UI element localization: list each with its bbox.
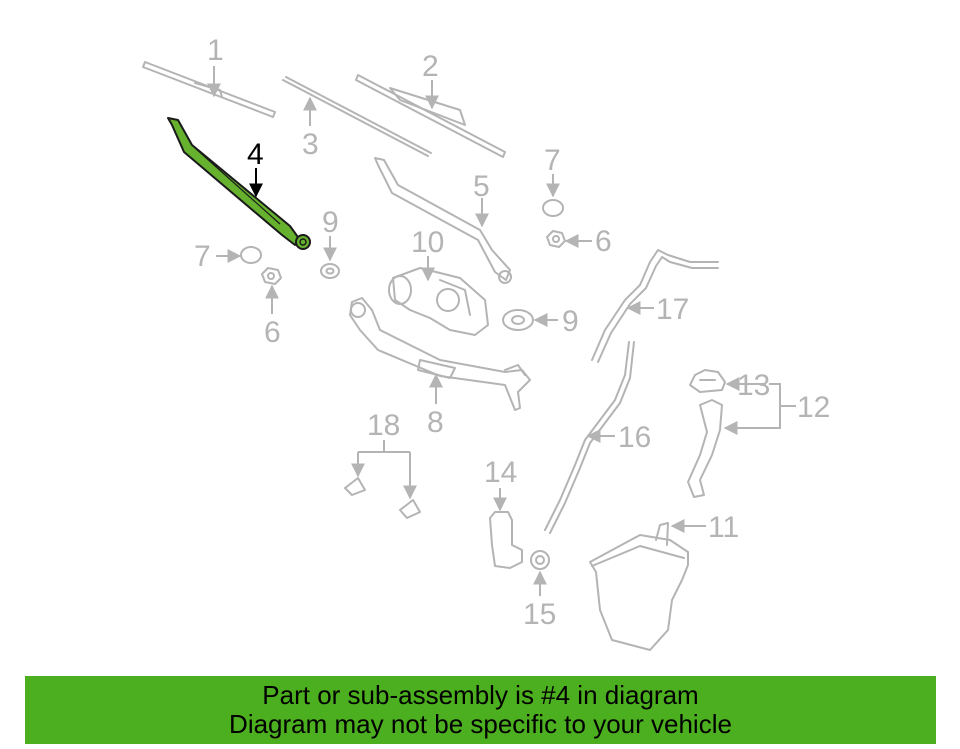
callout-18: 18 [367, 409, 400, 442]
info-banner: Part or sub-assembly is #4 in diagram Di… [25, 676, 936, 744]
part-18-clips[interactable] [344, 477, 421, 519]
callout-15: 15 [523, 598, 556, 631]
callout-7-right: 7 [544, 144, 561, 177]
callout-2: 2 [422, 50, 439, 83]
part-13-filler-cap[interactable] [689, 369, 726, 393]
part-11-washer-reservoir[interactable] [589, 522, 689, 651]
part-2-wiper-blade[interactable] [355, 74, 506, 158]
parts-diagram: 1 2 3 4 5 7 6 9 7 6 10 9 17 8 16 13 12 1… [142, 34, 830, 651]
callout-11: 11 [708, 511, 739, 544]
part-1-wiper-blade[interactable] [142, 61, 276, 118]
part-7-o-ring-left[interactable] [240, 246, 262, 264]
part-6-nut-left[interactable] [261, 267, 282, 285]
part-8-linkage[interactable] [349, 297, 531, 411]
callout-5: 5 [473, 170, 490, 203]
part-17-washer-hose[interactable] [591, 249, 719, 363]
callout-8: 8 [427, 406, 444, 439]
part-12-filler-neck[interactable] [687, 399, 723, 498]
callout-1: 1 [207, 34, 224, 67]
part-9-washer-left[interactable] [320, 263, 340, 279]
callout-9-left: 9 [322, 206, 339, 239]
callout-6-left: 6 [264, 316, 281, 349]
callout-labels: 1 2 3 4 5 7 6 9 7 6 10 9 17 8 16 13 12 1… [194, 34, 830, 631]
part-7-o-ring-right[interactable] [542, 199, 564, 217]
leader-lines [207, 66, 796, 596]
banner-line-disclaimer: Diagram may not be specific to your vehi… [229, 709, 732, 739]
part-4-wiper-arm-highlighted[interactable] [167, 117, 311, 250]
part-9-washer-right[interactable] [502, 309, 534, 331]
callout-4: 4 [247, 138, 264, 171]
part-15-grommet[interactable] [530, 550, 550, 570]
callout-14: 14 [484, 456, 517, 489]
callout-12: 12 [797, 391, 830, 424]
part-3-blade-insert[interactable] [282, 76, 432, 157]
banner-line-part-number: Part or sub-assembly is #4 in diagram [262, 680, 699, 710]
callout-6-right: 6 [595, 225, 612, 258]
part-5-wiper-arm[interactable] [374, 157, 512, 284]
part-6-nut-right[interactable] [546, 230, 566, 248]
callout-17: 17 [656, 293, 689, 326]
callout-9-right: 9 [562, 305, 579, 338]
callout-16: 16 [618, 421, 651, 454]
callout-3: 3 [302, 128, 319, 161]
callout-10: 10 [411, 226, 444, 259]
part-10-wiper-motor[interactable] [388, 267, 489, 336]
callout-13: 13 [737, 369, 770, 402]
callout-7-left: 7 [194, 240, 211, 273]
part-14-washer-pump[interactable] [489, 511, 523, 569]
